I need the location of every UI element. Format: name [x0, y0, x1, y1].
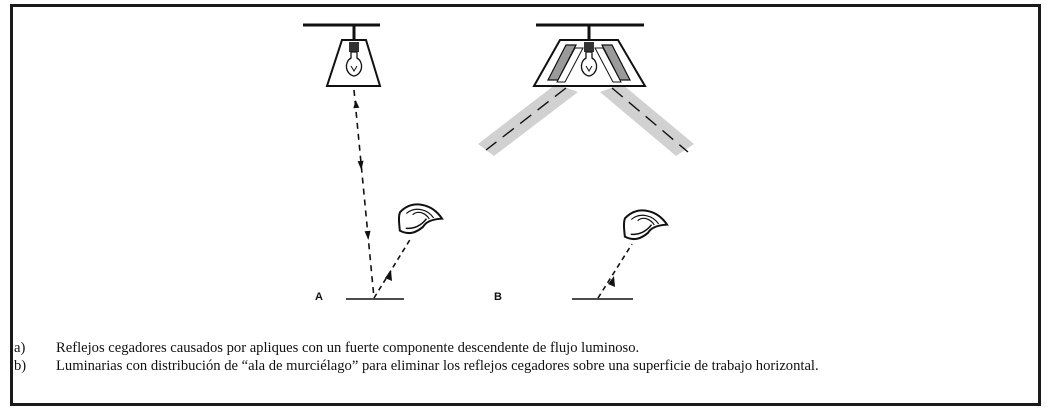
batwing-luminaire-b: [532, 39, 647, 87]
figure-caption: a) Reflejos cegadores causados por apliq…: [14, 339, 1024, 375]
beam-right-b: [611, 87, 689, 153]
figure-frame: [10, 4, 1041, 406]
reflected-ray-a: [373, 237, 412, 299]
caption-item-b: b) Luminarias con distribución de “ala d…: [14, 357, 1024, 375]
panel-a: A: [303, 23, 444, 303]
caption-marker-a: a): [14, 340, 26, 356]
incident-ray-a: [353, 89, 375, 299]
beam-left-b: [485, 87, 567, 151]
panel-b: B: [478, 23, 694, 303]
caption-text-a: Reflejos cegadores causados por apliques…: [56, 340, 640, 356]
lighting-diagram: A: [303, 23, 694, 303]
panel-label-b: B: [494, 291, 502, 303]
caption-item-a: a) Reflejos cegadores causados por apliq…: [14, 339, 1024, 357]
caption-text-b: Luminarias con distribución de “ala de m…: [56, 358, 819, 374]
panel-label-a: A: [315, 291, 323, 303]
eye-icon: [397, 203, 444, 235]
caption-marker-b: b): [14, 358, 27, 374]
eye-icon: [622, 209, 669, 241]
reflected-ray-b: [597, 243, 633, 299]
pendant-luminaire-a: [325, 39, 382, 87]
